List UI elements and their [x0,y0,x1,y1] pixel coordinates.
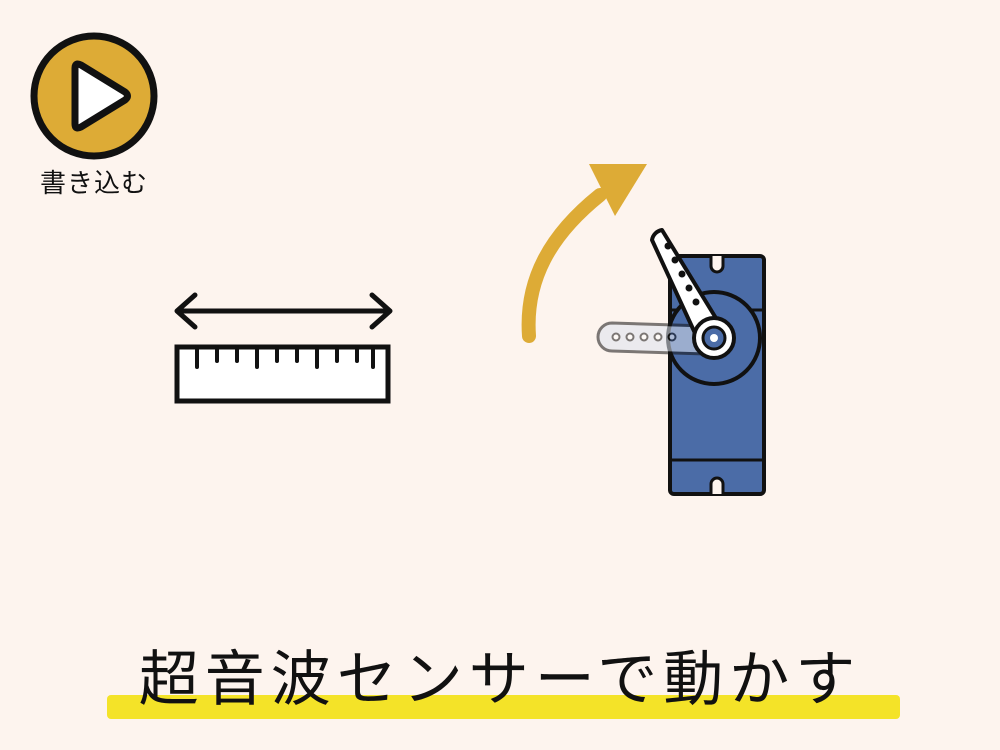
write-button-label: 書き込む [39,169,148,199]
servo-motor-icon [596,228,766,496]
play-icon [30,32,158,160]
page-title: 超音波センサーで動かす [138,645,862,715]
distance-ruler-icon [174,292,393,404]
write-button[interactable] [30,32,158,160]
ruler-icon [174,344,391,404]
title-banner: 超音波センサーで動かす [0,640,1000,730]
double-arrow-icon [174,292,393,330]
curved-arrow-icon [521,164,647,343]
title-highlight [107,695,900,719]
